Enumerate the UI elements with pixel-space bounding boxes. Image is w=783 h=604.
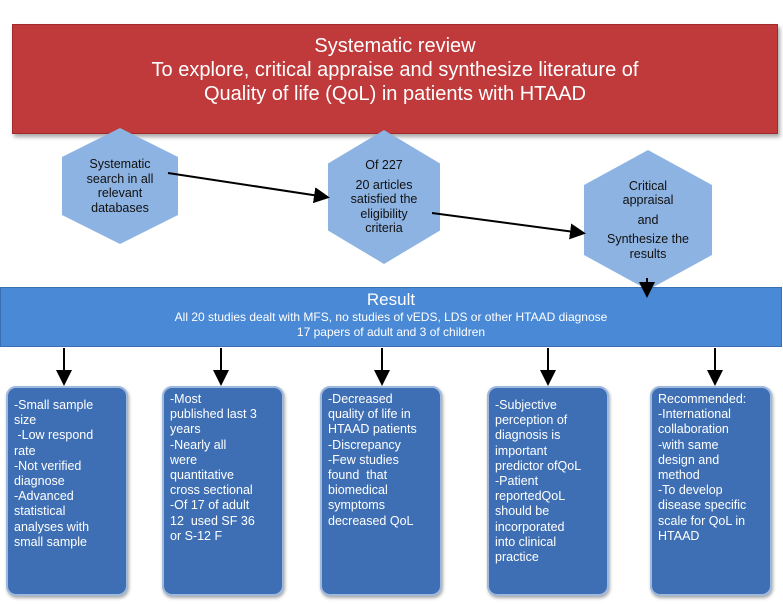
- step-search-line: relevant: [97, 186, 143, 200]
- finding-line: practice: [495, 550, 539, 565]
- step-selection-line: Of 227: [365, 158, 403, 173]
- finding-line: HTAAD patients: [328, 422, 417, 437]
- finding-line: into clinical: [495, 534, 557, 549]
- finding-line: Recommended:: [658, 392, 747, 406]
- finding-line: found that: [328, 468, 388, 483]
- finding-line: -Discrepancy: [328, 437, 401, 452]
- finding-line: important: [495, 443, 548, 458]
- step-search-line: search in all: [86, 171, 154, 186]
- finding-line: HTAAD: [658, 528, 700, 543]
- finding-subjective-perception-box: -Subjective perception of diagnosis is i…: [487, 386, 609, 596]
- arrow-search-to-selection: [167, 172, 330, 204]
- finding-publications-box: -Most published last 3 years -Nearly all…: [162, 386, 284, 596]
- finding-line: years: [170, 422, 201, 437]
- finding-line: incorporated: [495, 519, 565, 534]
- step-search-line: databases: [91, 200, 149, 215]
- finding-line: design and: [658, 452, 720, 467]
- finding-limitations-box: -Small sample size -Low respond rate -No…: [6, 386, 128, 596]
- step-selection-line: satisfied the: [350, 192, 418, 207]
- finding-line: quantitative: [170, 468, 234, 483]
- finding-line: reportedQoL: [495, 489, 566, 504]
- finding-line: perception of: [495, 413, 568, 428]
- step-search-line: Systematic: [89, 157, 151, 171]
- finding-line: cross sectional: [170, 483, 253, 498]
- finding-line: method: [658, 468, 700, 483]
- step-selection-line: 20 articles: [355, 177, 413, 192]
- banner-line-1: To explore, critical appraise and synthe…: [151, 59, 639, 81]
- finding-line: analyses with: [14, 519, 90, 534]
- step-search-text: Systematic search in all relevant databa…: [87, 157, 154, 215]
- finding-line: -Few studies: [328, 452, 399, 467]
- step-appraisal-line: results: [629, 246, 667, 261]
- finding-line: quality of life in: [328, 407, 411, 422]
- finding-line: size: [14, 413, 37, 428]
- result-line-1: All 20 studies dealt with MFS, no studie…: [174, 310, 608, 324]
- finding-line: -Subjective: [495, 398, 557, 412]
- result-line-2: 17 papers of adult and 3 of children: [296, 325, 486, 339]
- finding-line: scale for QoL in: [658, 513, 746, 528]
- finding-line: disease specific: [658, 498, 747, 513]
- finding-line: biomedical: [328, 483, 388, 498]
- finding-line: rate: [14, 443, 36, 458]
- finding-line: symptoms: [328, 498, 385, 513]
- finding-line: -Patient: [495, 474, 539, 489]
- finding-line: -Most: [170, 392, 202, 406]
- finding-line: decreased QoL: [328, 513, 414, 528]
- finding-line: were: [170, 452, 198, 467]
- finding-line: should be: [495, 504, 550, 519]
- finding-line: -To develop: [658, 483, 723, 498]
- finding-line: -Low respond: [14, 428, 94, 443]
- arrow-selection-to-appraisal: [431, 212, 586, 240]
- step-selection-text: Of 227 20 articles satisfied the eligibi…: [351, 158, 418, 236]
- step-appraisal-line: Critical: [628, 178, 668, 193]
- finding-recommendations-box: Recommended: -International collaboratio…: [650, 386, 772, 596]
- finding-line: or S-12 F: [170, 528, 223, 543]
- step-selection-line: eligibility: [360, 206, 408, 221]
- finding-line: -Not verified: [14, 458, 82, 473]
- finding-line: -Nearly all: [170, 437, 227, 452]
- step-selection-line: criteria: [365, 221, 403, 236]
- finding-line: -Small sample: [14, 398, 94, 412]
- banner-title: Systematic review: [314, 35, 476, 57]
- finding-line: -with same: [658, 437, 719, 452]
- result-title: Result: [366, 290, 416, 309]
- finding-line: diagnose: [14, 474, 65, 489]
- finding-line: -Decreased: [328, 392, 393, 406]
- finding-line: 12 used SF 36: [170, 513, 255, 528]
- finding-line: diagnosis is: [495, 428, 561, 443]
- title-banner: Systematic review To explore, critical a…: [12, 24, 778, 134]
- step-appraisal-text: Critical appraisal and Synthesize the re…: [607, 179, 689, 262]
- finding-line: published last 3: [170, 407, 257, 422]
- step-appraisal-line: Synthesize the: [607, 232, 689, 247]
- step-appraisal-line: and: [637, 212, 659, 227]
- banner-line-2: Quality of life (QoL) in patients with H…: [204, 83, 586, 105]
- step-appraisal-line: appraisal: [622, 193, 674, 208]
- finding-line: -Advanced: [14, 489, 74, 504]
- finding-line: collaboration: [658, 422, 729, 437]
- finding-quality-of-life-box: -Decreased quality of life in HTAAD pati…: [320, 386, 442, 596]
- finding-line: small sample: [14, 534, 87, 549]
- finding-line: -International: [658, 407, 731, 422]
- finding-line: predictor ofQoL: [495, 458, 582, 473]
- finding-line: statistical: [14, 504, 66, 519]
- finding-line: -Of 17 of adult: [170, 498, 250, 513]
